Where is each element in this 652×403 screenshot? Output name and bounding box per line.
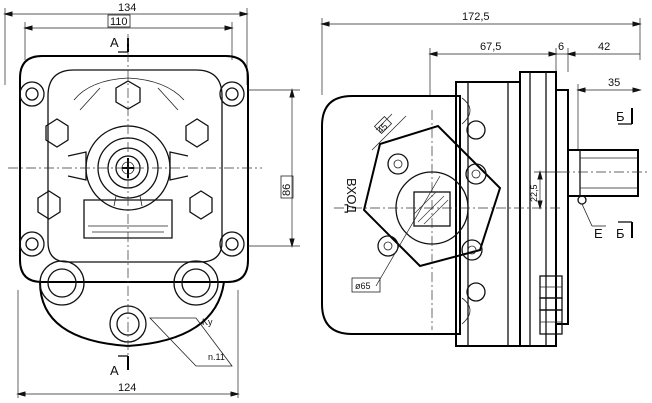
view-e: Е	[594, 226, 603, 241]
dim-110: 110	[110, 16, 128, 28]
bolt-lower-left	[37, 190, 61, 220]
section-a-bottom: A	[110, 363, 119, 378]
port-right	[173, 260, 219, 306]
port-flange	[362, 124, 502, 268]
dim-86: 86	[281, 184, 293, 196]
dim-65: ø65	[355, 281, 371, 291]
bolt-top	[115, 80, 141, 110]
front-view: 134 110 A	[3, 2, 300, 398]
bolt-lower-right	[189, 190, 213, 220]
port-label: ВХОД	[344, 178, 359, 213]
section-a-top: A	[110, 35, 119, 50]
dim-124: 124	[118, 382, 136, 394]
bolt-right	[185, 118, 209, 148]
port-left	[39, 260, 85, 306]
shaft	[567, 149, 639, 197]
side-view: 172,5 67,5 6 42 35	[320, 11, 650, 347]
dim-134: 134	[118, 2, 136, 14]
section-b-top: Б	[616, 109, 625, 124]
rear-housing	[321, 95, 461, 335]
dim-6: 6	[558, 41, 564, 53]
dim-35: 35	[608, 77, 620, 89]
bolt-left	[45, 118, 69, 148]
front-flange-outline	[19, 55, 249, 283]
section-b-bottom: Б	[616, 226, 625, 241]
dim-22-5: 22,5	[529, 184, 539, 202]
dim-67-5: 67,5	[480, 41, 501, 53]
dim-172-5: 172,5	[462, 11, 490, 23]
label-plate: n.11	[208, 352, 225, 362]
label-ky: Ky	[202, 317, 213, 327]
dim-42: 42	[598, 41, 610, 53]
